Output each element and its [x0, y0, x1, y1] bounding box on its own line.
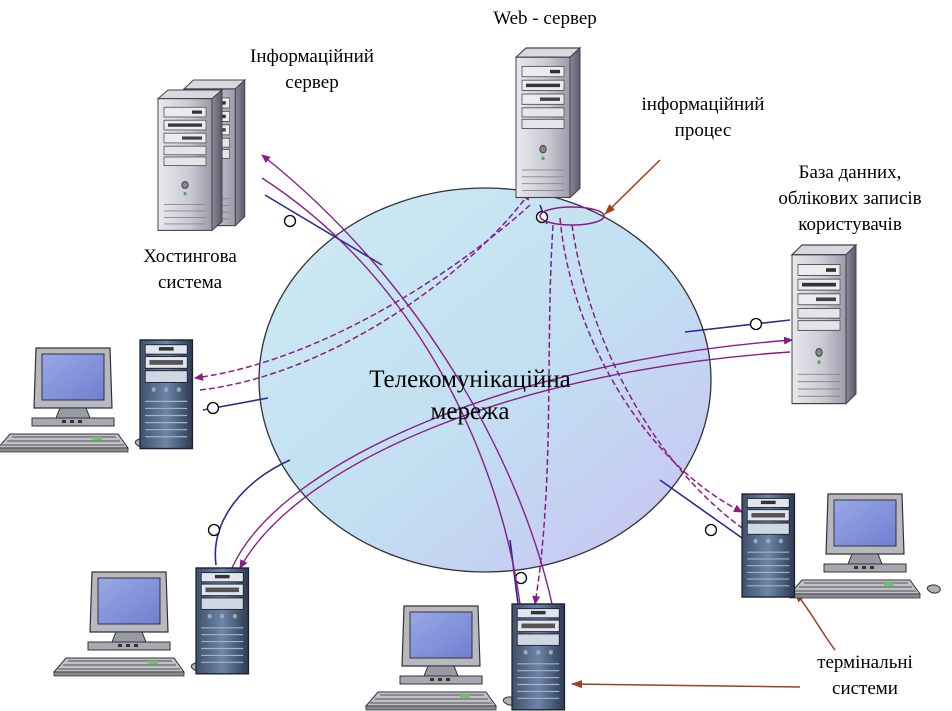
- label-web-server: Web - сервер: [480, 6, 610, 32]
- link-terminal-right: [659, 479, 743, 539]
- process-web-to-bottom-terminal: [532, 224, 554, 605]
- label-info-process: інформаційний процес: [608, 92, 798, 144]
- database-line-1: База данних,: [798, 162, 902, 183]
- info-process-line-2: процес: [674, 120, 732, 141]
- node-terminal-right: [704, 523, 718, 537]
- label-info-server: Інформаційний сервер: [222, 44, 402, 96]
- node-database: [749, 317, 763, 331]
- network-line-2: мережа: [430, 398, 510, 425]
- process-db-to-bottom-left-terminal: [239, 351, 791, 569]
- database-line-3: користувачів: [798, 214, 902, 235]
- process-web-to-right-terminal-2: [571, 224, 746, 531]
- process-bottom-terminal-to-info-server: [261, 154, 553, 605]
- server-tower-icon: [515, 47, 581, 199]
- info-process-line-1: інформаційний: [641, 94, 765, 115]
- network-line-1: Телекомунікаційна: [369, 366, 571, 393]
- link-hosting: [264, 194, 383, 266]
- telecom-network-ellipse: [258, 187, 712, 573]
- workstation-icon: [365, 603, 566, 711]
- label-network: Телекомунікаційна мережа: [340, 364, 600, 428]
- process-bottom-left-terminal-to-db: [231, 336, 793, 569]
- database-line-2: облікових записів: [778, 188, 922, 209]
- hosting-line-1: Хостингова: [143, 246, 237, 267]
- workstation-icon: [53, 567, 250, 677]
- server-tower-icon: [157, 89, 223, 231]
- terminals-line-2: системи: [832, 678, 898, 699]
- link-terminal-bottom-left: [214, 459, 291, 566]
- terminals-line-1: термінальні: [817, 652, 913, 673]
- terminals-arrow-2: [571, 680, 801, 689]
- process-left-terminal-to-web: [199, 191, 531, 391]
- info-process-marker: [539, 206, 605, 226]
- label-terminals: термінальні системи: [790, 650, 940, 702]
- label-hosting: Хостингова система: [110, 244, 270, 296]
- label-database: База данних, облікових записів користува…: [750, 160, 950, 238]
- node-web: [535, 210, 549, 224]
- server-tower-icon: [791, 244, 857, 405]
- info-server-line-2: сервер: [285, 72, 339, 93]
- node-terminal-bottom-left: [207, 523, 221, 537]
- web-server-label: Web - сервер: [493, 8, 597, 29]
- terminals-arrow-1: [794, 591, 836, 651]
- hosting-line-2: система: [157, 272, 223, 293]
- link-database: [684, 319, 791, 333]
- node-terminal-left: [206, 401, 220, 415]
- info-process-arrow: [604, 159, 661, 215]
- info-server-line-1: Інформаційний: [250, 46, 374, 67]
- node-hosting: [283, 214, 297, 228]
- process-web-to-right-terminal: [559, 217, 743, 513]
- process-info-server-to-terminal: [261, 177, 521, 605]
- workstation-icon: [741, 493, 941, 599]
- process-web-to-left-terminal: [194, 204, 531, 381]
- workstation-icon: [0, 339, 194, 453]
